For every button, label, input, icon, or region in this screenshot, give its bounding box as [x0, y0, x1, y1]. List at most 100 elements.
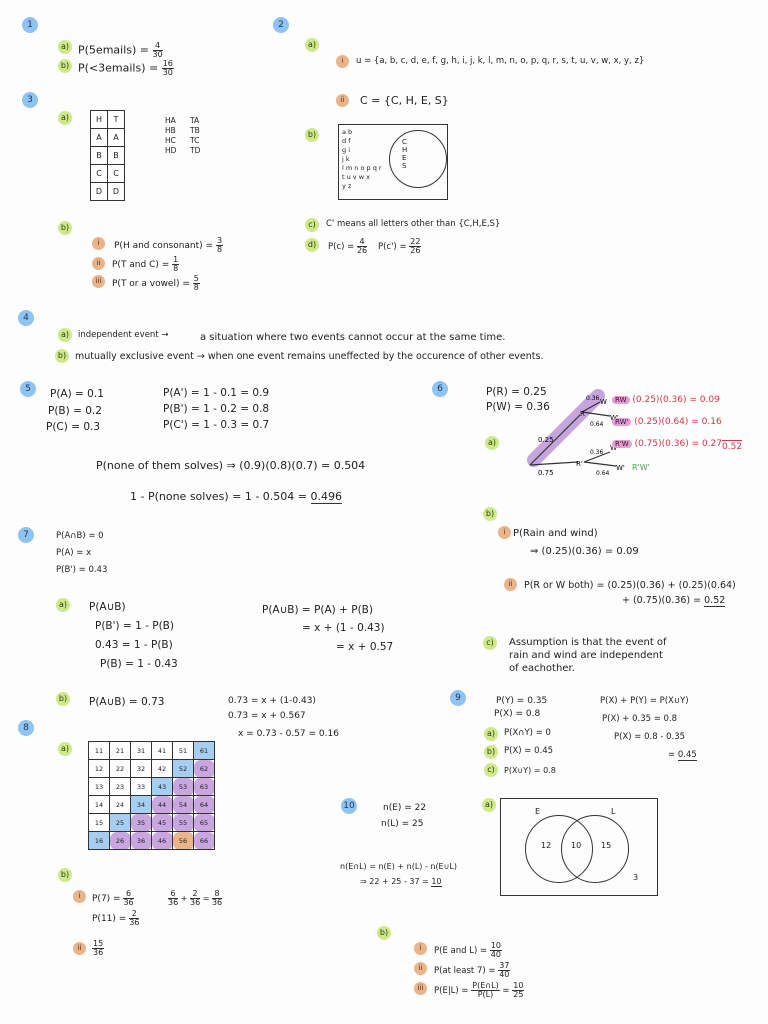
q10-sub-ii-badge: ii [414, 962, 427, 975]
q6-outcome-row: RW (0.25)(0.36) = 0.09 [612, 389, 722, 411]
q5-pa-complement: P(A') = 1 - 0.1 = 0.9 [163, 387, 270, 399]
q8-grid-cell: 36 [130, 831, 152, 850]
q10-ii-num: 37 [498, 961, 511, 971]
q8-grid-cell: 41 [151, 741, 173, 760]
q9-r2: P(X) + 0.35 = 0.8 [602, 714, 678, 724]
q10-part-b-badge: b) [377, 926, 391, 940]
q6-rcwc-tag: R'W' [632, 463, 650, 472]
q5-pb-complement: P(B') = 1 - 0.2 = 0.8 [163, 403, 270, 415]
q9-c-text: P(X∪Y) = 0.8 [504, 766, 556, 775]
q3-outcome-h: HA [165, 116, 176, 125]
question-7-badge: 7 [18, 527, 34, 543]
q6-sub-ii-badge: ii [504, 578, 517, 591]
q7-b-s1: 0.73 = x + (1-0.43) [228, 696, 316, 706]
q3-part-b-badge: b) [58, 221, 72, 235]
q8-p11-num: 2 [129, 910, 140, 919]
q3-sub-i-badge: i [92, 237, 105, 250]
q8-sub-i-badge: i [73, 890, 86, 903]
q10-venn-outside: 3 [633, 873, 639, 882]
q7-pbc: P(B') = 0.43 [56, 565, 108, 575]
q7-pab: P(A∩B) = 0 [56, 531, 104, 541]
q2-part-a-badge: a) [305, 38, 319, 52]
q8-grid-cell: 32 [130, 759, 152, 778]
q10-iii-den: P(L) [477, 990, 494, 999]
q2-venn-outside-row: y z [342, 182, 352, 190]
q6-i-calc: ⇒ (0.25)(0.36) = 0.09 [530, 546, 639, 557]
q6-outcome-row: R'W (0.75)(0.36) = 0.27 [612, 433, 722, 455]
q6-label-r: R [580, 410, 585, 418]
q6-tree-highlight [527, 389, 605, 467]
q6-part-b-badge: b) [483, 507, 497, 521]
q6-outcome-calc: (0.75)(0.36) = 0.27 [631, 439, 723, 449]
q8-sum-n2: 2 [189, 890, 201, 899]
q3-table-cell: B [90, 146, 108, 165]
q1-b-den: 30 [162, 68, 173, 77]
q8-grid-cell: 51 [172, 741, 194, 760]
q9-r4-value: 0.45 [677, 750, 697, 761]
q1-part-b-badge: b) [58, 59, 72, 73]
q9-r4-eq: = [668, 750, 676, 760]
q2-part-d-badge: d) [305, 238, 319, 252]
q8-grid-cell: 23 [109, 777, 131, 796]
q1-a-den: 30 [152, 50, 163, 59]
q7-part-a-badge: a) [56, 598, 70, 612]
q5-result: 1 - P(none solves) = 1 - 0.504 = 0.496 [130, 490, 343, 504]
q2-part-b-badge: b) [305, 128, 319, 142]
q3-ii-den: 8 [173, 264, 179, 273]
q8-grid-cell: 34 [130, 795, 152, 814]
q10-venn-box: E L 12 10 15 3 [500, 798, 658, 896]
q3-table-cell: C [107, 164, 125, 183]
q9-r3: P(X) = 0.8 - 0.35 [614, 732, 686, 742]
q7-pa: P(A) = x [56, 548, 92, 558]
q8-sum-d1: 36 [168, 898, 179, 907]
q9-a-text: P(X∩Y) = 0 [504, 728, 551, 738]
q8-grid-cell: 24 [109, 795, 131, 814]
q6-label-wc1-prob: 0.64 [590, 421, 604, 428]
q6-part-c-badge: c) [483, 636, 497, 650]
q10-venn-only-e: 12 [541, 841, 552, 850]
q2-d-den2: 26 [410, 246, 421, 255]
q7-a-l4: P(B) = 1 - 0.43 [100, 658, 178, 670]
q3-sub-ii-badge: ii [92, 257, 105, 270]
q7-a-l3: 0.43 = 1 - P(B) [95, 639, 173, 651]
q10-nl: n(L) = 25 [381, 819, 424, 829]
q8-ii-num: 15 [92, 939, 105, 949]
q10-ii-den: 40 [499, 970, 510, 979]
q3-table-cell: H [90, 110, 108, 129]
q8-grid-cell: 35 [130, 813, 152, 832]
q3-table-cell: B [107, 146, 125, 165]
q6-c-line2: rain and wind are independent [509, 650, 663, 661]
q6-i-text: P(Rain and wind) [513, 528, 598, 539]
q3-table-cell: D [107, 182, 125, 201]
q10-iii-equals: = [502, 986, 510, 996]
q2-venn-outside-row: j k [342, 155, 350, 163]
q6-part-a-badge: a) [485, 436, 499, 450]
question-6-badge: 6 [432, 381, 448, 397]
q7-a-l1: P(A∪B) [89, 601, 126, 613]
q1-part-a-badge: a) [58, 40, 72, 54]
q5-result-value: 0.496 [310, 490, 343, 504]
q6-branch-rcw [583, 451, 611, 463]
q8-ii-den: 36 [93, 948, 104, 957]
q1-a-num: 4 [152, 42, 163, 51]
q8-grid-cell: 26 [109, 831, 131, 850]
q2-d-den1: 26 [356, 246, 368, 255]
question-5-badge: 5 [20, 381, 36, 397]
q5-pc-complement: P(C') = 1 - 0.3 = 0.7 [163, 419, 270, 431]
q3-iii-den: 8 [193, 283, 199, 292]
